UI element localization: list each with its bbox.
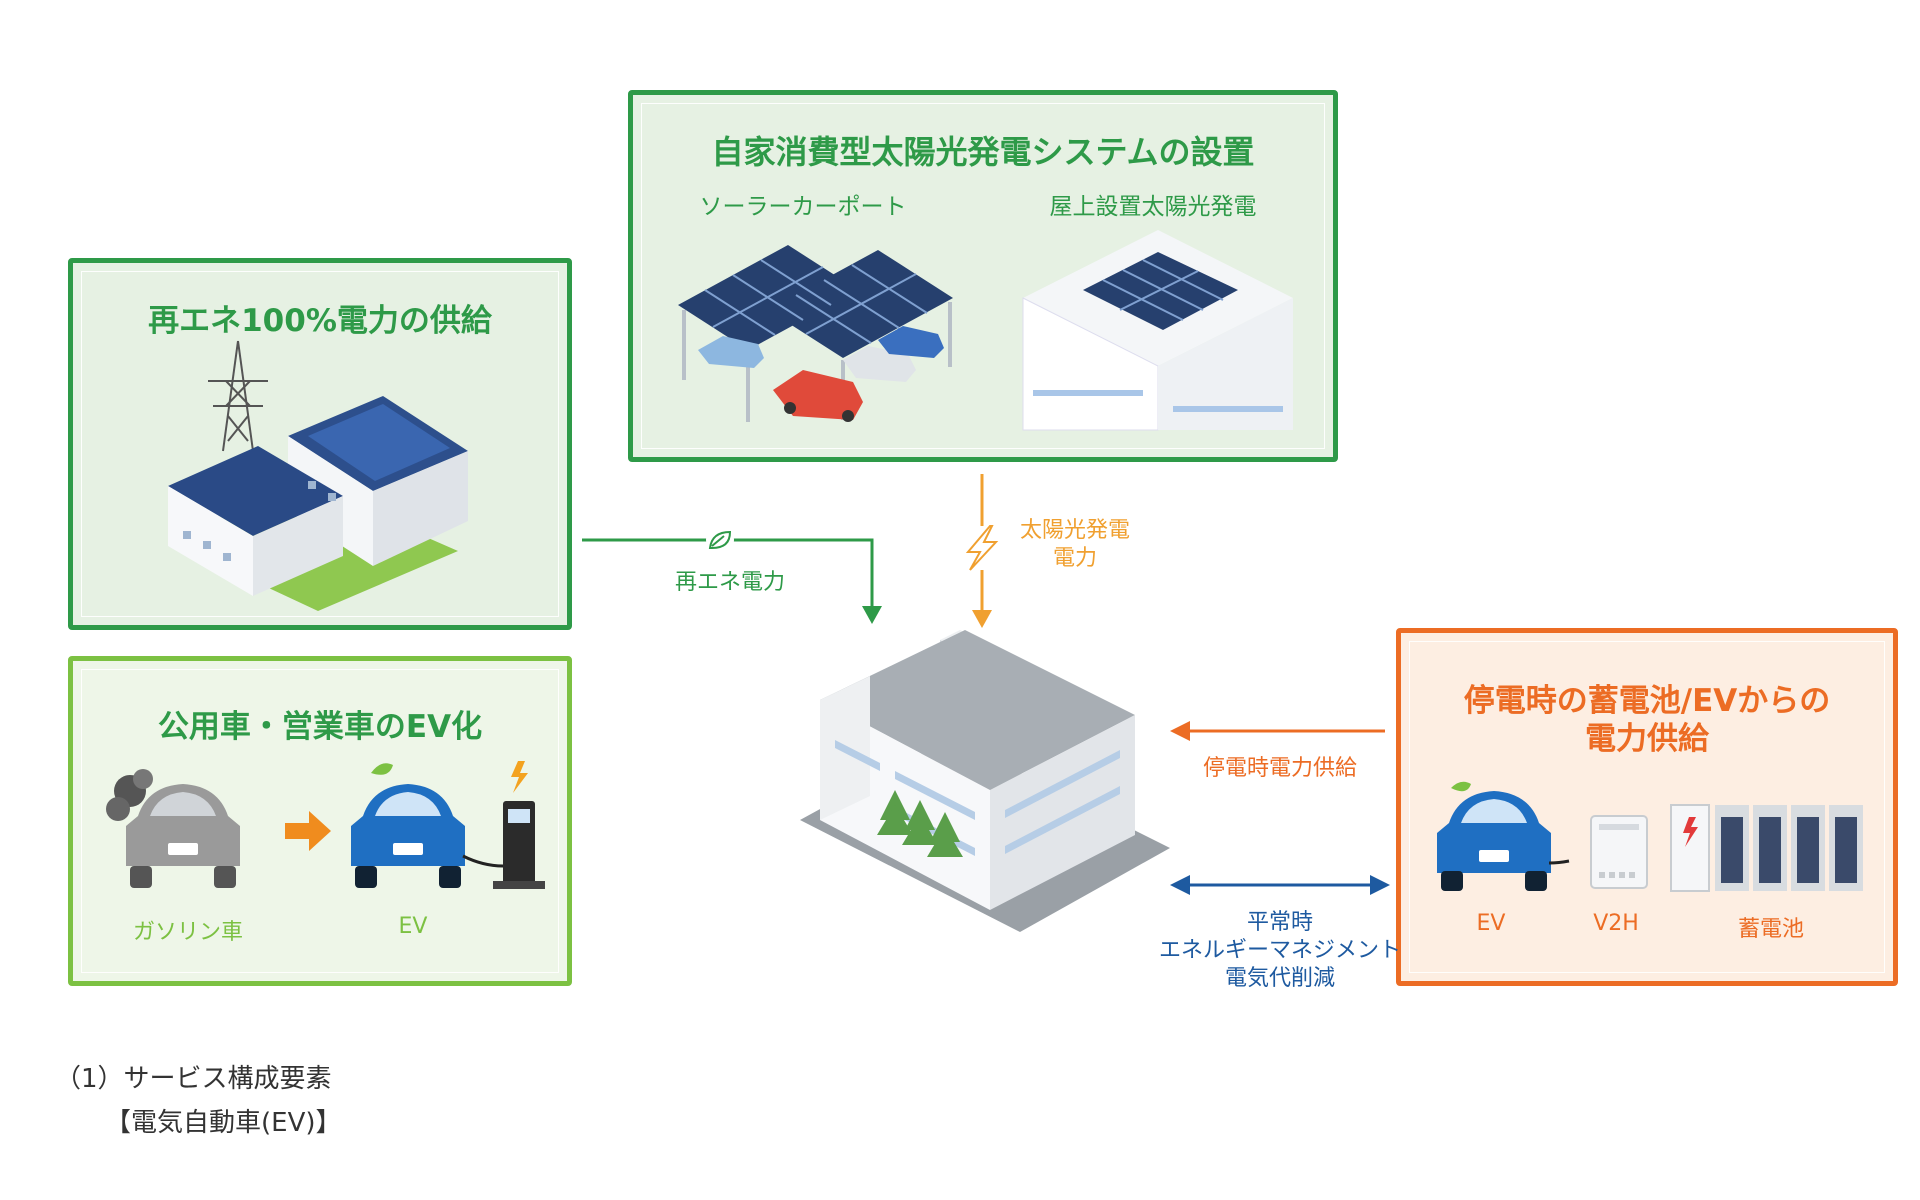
solar-power-label-2: 電力: [1052, 546, 1097, 571]
renewable-flow-arrow: [582, 526, 882, 624]
solar-flow-arrow: [965, 474, 999, 628]
lightning-icon: [1683, 817, 1698, 847]
lightning-icon: [965, 525, 999, 571]
ev-label: EV: [398, 914, 428, 939]
panel-renewable-supply-title: 再エネ100%電力の供給: [148, 303, 492, 339]
solar-carport-label: ソーラーカーポート: [699, 194, 907, 220]
power-pylon-icon: [208, 340, 268, 452]
leaf-icon: [371, 763, 393, 775]
panel-outage-supply-title-2: 電力供給: [1585, 721, 1709, 757]
solar-carport-illustration: [678, 245, 953, 422]
lightning-icon: [511, 761, 528, 793]
leaf-icon: [1451, 781, 1471, 792]
arrow-right-icon: [285, 811, 331, 851]
factory-illustration: [168, 340, 468, 611]
office-building-illustration: [800, 630, 1170, 932]
panel-renewable-supply: 再エネ100%電力の供給: [68, 258, 572, 630]
gasoline-car-label: ガソリン車: [132, 920, 243, 945]
rooftop-solar-illustration: [1022, 230, 1293, 431]
car-red-icon: [773, 370, 863, 422]
v2h-label: V2H: [1593, 911, 1639, 936]
outage-flow-arrow: [1170, 721, 1385, 741]
leaf-icon: [708, 530, 732, 549]
electricity-cost-label: 電気代削減: [1224, 966, 1335, 991]
caption-ev-heading: 【電気自動車(EV)】: [105, 1108, 342, 1138]
energy-management-flow-arrow: [1170, 875, 1390, 895]
normal-time-label: 平常時: [1246, 910, 1313, 935]
solar-power-label-1: 太陽光発電: [1019, 518, 1130, 543]
battery-storage-icon: [1670, 804, 1863, 892]
gasoline-car-icon: [106, 769, 240, 888]
renewable-power-label: 再エネ電力: [674, 570, 785, 595]
panel-solar-install: 自家消費型太陽光発電システムの設置 ソーラーカーポート 屋上設置太陽光発電: [628, 90, 1338, 462]
ev-car-icon: [1437, 781, 1570, 891]
outage-power-label: 停電時電力供給: [1202, 756, 1357, 781]
v2h-device-icon: [1590, 815, 1648, 889]
panel-ev-fleet: 公用車・営業車のEV化 ガソリン車 EV: [68, 656, 572, 986]
rooftop-solar-label: 屋上設置太陽光発電: [1049, 194, 1257, 220]
panel-outage-supply-title-1: 停電時の蓄電池/EVからの: [1463, 683, 1831, 719]
trees-icon: [877, 790, 963, 857]
panel-solar-install-title: 自家消費型太陽光発電システムの設置: [711, 133, 1255, 171]
panel-outage-supply: 停電時の蓄電池/EVからの 電力供給 EV V2H 蓄電池: [1396, 628, 1898, 986]
battery-label: 蓄電池: [1737, 917, 1804, 942]
ev-car-charger-icon: [351, 761, 545, 889]
outage-ev-label: EV: [1476, 911, 1506, 936]
panel-ev-fleet-title: 公用車・営業車のEV化: [157, 709, 483, 745]
caption-service-components: （1）サービス構成要素: [55, 1064, 332, 1094]
energy-management-label: エネルギーマネジメント: [1158, 938, 1401, 963]
